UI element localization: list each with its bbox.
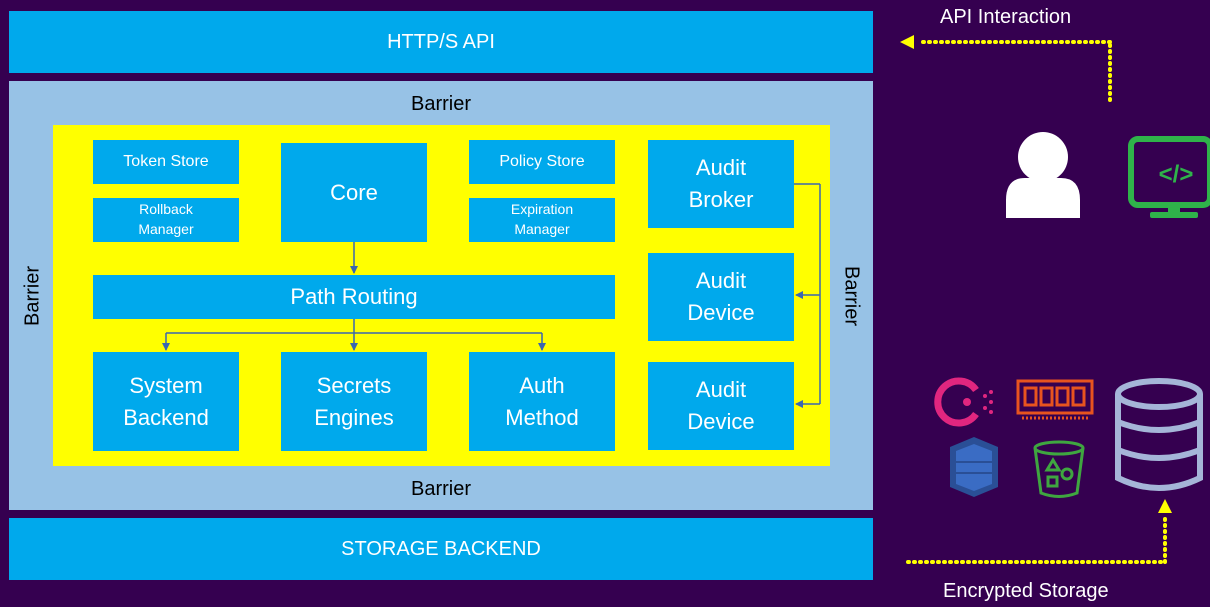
database-icon [1115, 378, 1203, 491]
system-backend-label-2: Backend [123, 404, 209, 430]
path-routing-label: Path Routing [290, 284, 418, 310]
http-api-layer: HTTP/S API [9, 11, 873, 73]
token-store-label: Token Store [123, 152, 209, 170]
audit-broker-label-1: Audit [695, 155, 747, 181]
storage-backend-label: STORAGE BACKEND [341, 538, 541, 560]
audit-broker-box: Audit Broker [648, 140, 794, 228]
encrypted-storage-path [906, 514, 1167, 564]
secrets-engines-label-1: Secrets [316, 372, 392, 398]
user-icon [1006, 132, 1080, 218]
dynamodb-icon [950, 437, 998, 497]
auth-method-label-1: Auth [519, 372, 565, 398]
arrow-routing-to-backends [162, 319, 546, 351]
policy-store-box: Policy Store [469, 140, 615, 184]
expiration-manager-label-1: Expiration [510, 201, 574, 218]
expiration-manager-box: Expiration Manager [469, 198, 615, 242]
audit-device-1-label-2: Device [687, 300, 755, 325]
code-monitor-icon: </> [1128, 136, 1210, 218]
barrier-bottom-label: Barrier [410, 477, 471, 500]
system-backend-label-1: System [129, 372, 203, 398]
audit-device-2-label-2: Device [687, 409, 755, 434]
rollback-manager-label-2: Manager [138, 221, 194, 237]
secrets-engines-box: Secrets Engines [281, 352, 427, 451]
api-interaction-path [916, 40, 1112, 102]
audit-device-2-box: Audit Device [648, 362, 794, 450]
core-label: Core [330, 179, 378, 205]
audit-device-1-box: Audit Device [648, 253, 794, 341]
path-routing-box: Path Routing [93, 275, 615, 319]
system-backend-box: System Backend [93, 352, 239, 451]
secrets-engines-label-2: Engines [314, 404, 394, 430]
memory-icon [1016, 379, 1094, 420]
core-box: Core [281, 143, 427, 242]
encrypted-storage-label: Encrypted Storage [943, 580, 1109, 602]
storage-backend-layer: STORAGE BACKEND [9, 518, 873, 580]
consul-icon [934, 377, 993, 427]
arrow-broker-to-devices [794, 183, 821, 408]
encrypted-storage-arrowhead [1158, 499, 1172, 513]
svg-text:</>: </> [1159, 161, 1194, 188]
audit-device-1-label-1: Audit [695, 268, 747, 294]
audit-device-2-label-1: Audit [695, 377, 747, 403]
rollback-manager-box: Rollback Manager [93, 198, 239, 242]
s3-bucket-icon [1033, 440, 1085, 498]
auth-method-label-2: Method [505, 404, 579, 430]
auth-method-box: Auth Method [469, 352, 615, 451]
audit-broker-label-2: Broker [688, 187, 754, 212]
policy-store-label: Policy Store [499, 152, 585, 170]
expiration-manager-label-2: Manager [514, 221, 570, 237]
rollback-manager-label-1: Rollback [139, 201, 193, 218]
barrier-top-label: Barrier [410, 92, 471, 115]
http-api-label: HTTP/S API [387, 31, 495, 53]
api-interaction-label: API Interaction [940, 6, 1072, 28]
token-store-box: Token Store [93, 140, 239, 184]
api-interaction-arrowhead [900, 35, 914, 49]
